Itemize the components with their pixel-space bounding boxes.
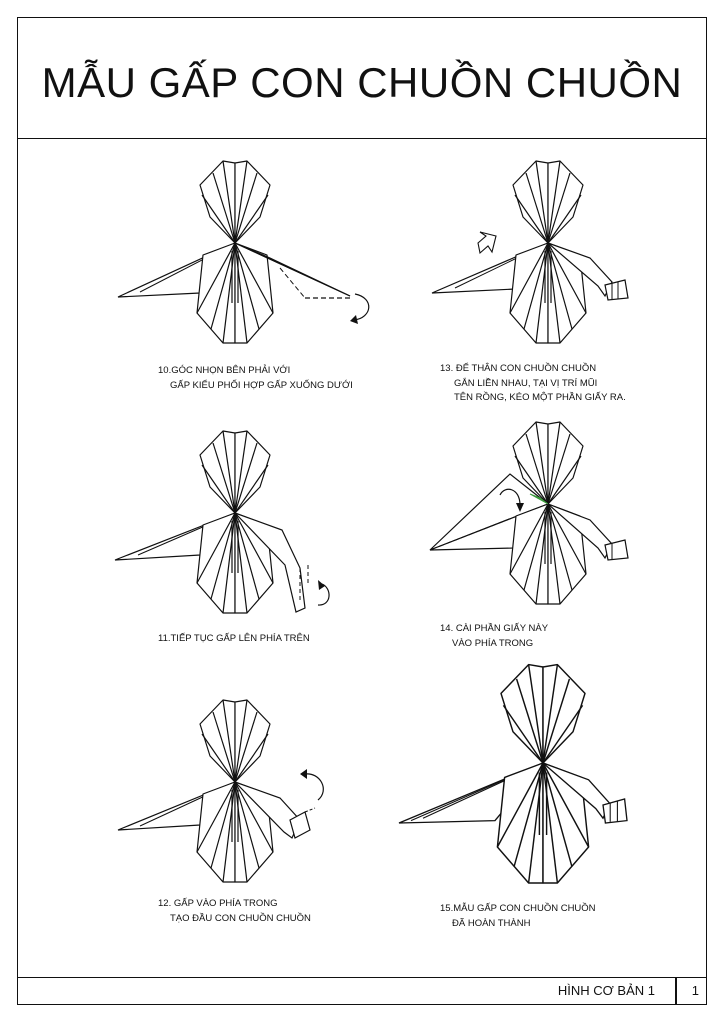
- step-11-caption: 11.TIẾP TỤC GẤP LÊN PHÍA TRÊN: [158, 632, 310, 647]
- step-10-caption: 10.GÓC NHỌN BÊN PHẢI VỚI GẤP KIỂU PHỐI H…: [158, 364, 353, 393]
- step-10-line-1: 10.GÓC NHỌN BÊN PHẢI VỚI: [158, 365, 291, 376]
- step-12-line-1: 12. GẤP VÀO PHÍA TRONG: [158, 898, 278, 909]
- step-12-diagram: [117, 699, 324, 883]
- step-11-line-1: 11.TIẾP TỤC GẤP LÊN PHÍA TRÊN: [158, 633, 310, 644]
- page-number: 1: [691, 983, 699, 998]
- step-13-line-1: 13. ĐỂ THÂN CON CHUỒN CHUỒN: [440, 363, 597, 374]
- title-box: MẪU GẤP CON CHUỒN CHUỒN: [17, 17, 707, 139]
- step-15-line-1: 15.MẪU GẤP CON CHUỒN CHUỒN: [440, 903, 596, 914]
- footer-separator: [675, 978, 677, 1005]
- footer-bar: HÌNH CƠ BẢN 1 1: [17, 977, 707, 1005]
- step-12-caption: 12. GẤP VÀO PHÍA TRONG TẠO ĐẦU CON CHUỒN…: [158, 897, 311, 926]
- step-11-diagram: [114, 430, 330, 614]
- step-13-line-2: GẮN LIỀN NHAU, TẠI VỊ TRÍ MŨI: [454, 377, 598, 389]
- step-13-diagram: [431, 160, 629, 344]
- step-14-line-2: VÀO PHÍA TRONG: [452, 637, 534, 649]
- step-13-caption: 13. ĐỂ THÂN CON CHUỒN CHUỒN GẮN LIỀN NHA…: [440, 362, 626, 406]
- footer-label: HÌNH CƠ BẢN 1: [557, 983, 655, 998]
- step-12-line-2: TẠO ĐẦU CON CHUỒN CHUỒN: [170, 912, 311, 924]
- step-14-line-1: 14. CÀI PHẦN GIẤY NÀY: [440, 623, 549, 634]
- step-15-line-2: ĐÃ HOÀN THÀNH: [452, 917, 531, 929]
- step-10-diagram: [117, 160, 370, 344]
- page-title: MẪU GẤP CON CHUỒN CHUỒN: [41, 58, 683, 106]
- step-15-diagram: [398, 663, 628, 884]
- step-13-line-3: TÊN RỒNG, KÉO MỘT PHẦN GIẤY RA.: [454, 392, 626, 403]
- step-14-diagram: [429, 421, 629, 605]
- step-15-caption: 15.MẪU GẤP CON CHUỒN CHUỒN ĐÃ HOÀN THÀNH: [440, 902, 596, 931]
- page-frame: [17, 17, 707, 1005]
- step-14-caption: 14. CÀI PHẦN GIẤY NÀY VÀO PHÍA TRONG: [440, 622, 548, 651]
- step-10-line-2: GẤP KIỂU PHỐI HỢP GẤP XUỐNG DƯỚI: [170, 379, 353, 391]
